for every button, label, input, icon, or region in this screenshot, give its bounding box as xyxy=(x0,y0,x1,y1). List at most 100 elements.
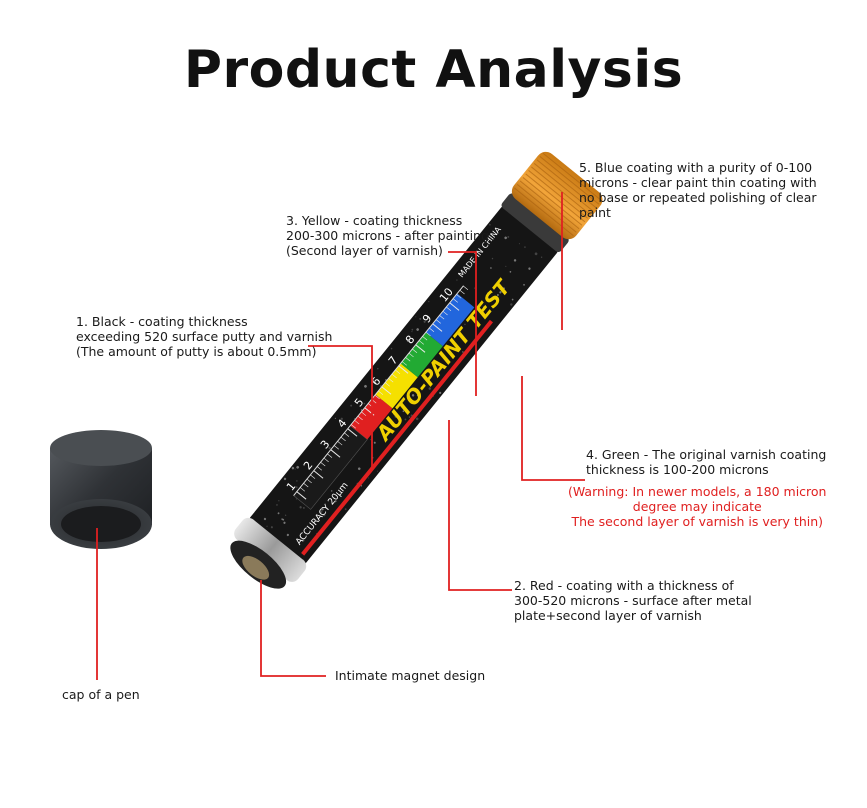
label-warning: (Warning: In newer models, a 180 micron … xyxy=(568,484,827,529)
sparkle-dot xyxy=(423,320,426,323)
sparkle-dot xyxy=(540,256,543,258)
sparkle-dot xyxy=(464,323,466,326)
sparkle-dot xyxy=(428,387,432,390)
sparkle-dot xyxy=(502,287,505,290)
sparkle-dot xyxy=(286,533,290,537)
green-band xyxy=(400,332,443,378)
sparkle-dot xyxy=(294,468,296,470)
sparkle-dot xyxy=(283,521,286,524)
scale-tick xyxy=(320,462,326,467)
sparkle-dot xyxy=(263,517,267,521)
scale-tick xyxy=(459,289,465,295)
sparkle-dot xyxy=(295,498,297,500)
page-title: Product Analysis xyxy=(183,40,684,100)
scale-tick xyxy=(395,369,401,374)
scale-tick xyxy=(378,390,384,395)
knurl-line xyxy=(519,180,580,230)
sparkle-dot xyxy=(416,394,419,397)
scale-tick xyxy=(429,327,435,332)
scale-tick xyxy=(330,449,341,458)
sparkle-dot xyxy=(299,506,302,509)
scale-tick xyxy=(446,306,452,312)
sparkle-dot xyxy=(432,364,435,367)
knurl-line xyxy=(539,156,600,205)
sparkle-dot xyxy=(367,477,369,479)
sparkle-dot xyxy=(344,508,347,511)
sparkle-dot xyxy=(266,525,268,527)
sparkle-dot xyxy=(509,271,512,273)
sparkle-dot xyxy=(331,490,333,492)
scale-tick xyxy=(384,382,390,387)
scale-tick xyxy=(327,453,333,458)
knurl-line xyxy=(514,187,574,237)
scale-tick xyxy=(418,340,424,345)
sparkle-dot xyxy=(334,500,337,503)
sparkle-dot xyxy=(334,417,336,419)
sparkle-dot xyxy=(364,384,367,388)
sparkle-dot xyxy=(499,291,502,294)
sparkle-dot xyxy=(491,257,494,260)
yellow-band xyxy=(375,363,418,409)
sparkle-dot xyxy=(487,292,490,295)
knurl-line xyxy=(525,173,586,223)
scale-tick xyxy=(354,420,360,425)
sparkle-dot xyxy=(528,267,531,270)
scale-tick xyxy=(439,315,445,320)
sparkle-dot xyxy=(295,486,298,489)
scale-tick xyxy=(381,386,392,395)
red-stripe xyxy=(301,319,493,556)
sparkle-dot xyxy=(377,367,379,370)
leader-green xyxy=(521,376,585,481)
blue-band xyxy=(425,293,475,347)
sparkle-dot xyxy=(394,415,397,418)
scale-tick xyxy=(449,302,460,311)
sparkle-dot xyxy=(489,223,491,226)
scale-tick xyxy=(347,428,358,437)
scale-tick xyxy=(463,285,469,291)
sparkle-dot xyxy=(504,236,507,240)
label-green-coating: 4. Green - The original varnish coating … xyxy=(586,447,827,477)
scale-tick xyxy=(303,483,309,488)
scale-tick xyxy=(350,424,356,429)
sparkle-dot xyxy=(419,317,422,320)
sparkle-dot xyxy=(473,287,476,289)
scale-tick xyxy=(425,331,431,337)
scale-tick xyxy=(337,441,343,446)
sparkle-dot xyxy=(408,416,411,418)
sparkle-dot xyxy=(360,485,363,487)
sparkle-dot xyxy=(402,410,405,413)
sparkle-dot xyxy=(373,441,376,444)
sparkle-dot xyxy=(322,513,326,517)
sparkle-dot xyxy=(277,512,280,515)
scale-tick xyxy=(316,466,323,471)
leader-magnet xyxy=(260,580,326,677)
scale-tick xyxy=(442,310,448,316)
sparkle-dot xyxy=(462,351,464,353)
sparkle-dot xyxy=(534,252,538,256)
sparkle-dot xyxy=(303,507,305,509)
sparkle-dot xyxy=(490,267,492,269)
sparkle-dot xyxy=(363,402,366,405)
scale-tick xyxy=(412,348,418,353)
scale-tick xyxy=(388,378,394,383)
label-magnet: Intimate magnet design xyxy=(335,668,486,683)
knurl-line xyxy=(531,166,591,216)
pen-cap xyxy=(50,430,152,549)
sparkle-dot xyxy=(468,268,470,271)
scale-tick xyxy=(299,487,306,492)
label-black-coating: 1. Black - coating thickness exceeding 5… xyxy=(76,314,333,359)
sparkle-dot xyxy=(284,514,287,516)
scale-tick xyxy=(408,352,414,358)
scale-tick xyxy=(422,336,428,341)
sparkle-dot xyxy=(281,518,283,520)
knurl-line xyxy=(542,152,603,202)
sparkle-dot xyxy=(523,283,525,286)
sparkle-dot xyxy=(283,477,287,481)
scale-tick xyxy=(391,373,397,379)
sparkle-dot xyxy=(321,508,324,511)
sparkle-dot xyxy=(270,526,273,529)
sparkle-dot xyxy=(427,316,430,319)
sparkle-dot xyxy=(511,298,514,301)
knurl-line xyxy=(533,163,594,212)
